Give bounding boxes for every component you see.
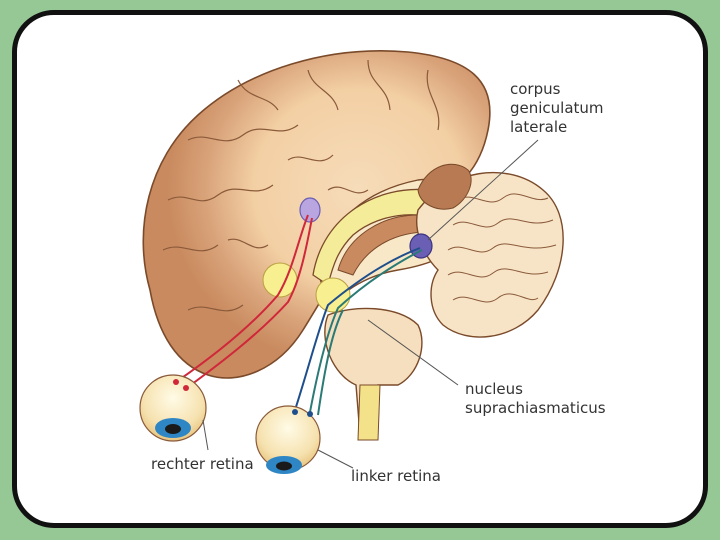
label-line: geniculatum: [510, 99, 604, 118]
nucleus-right: [316, 278, 350, 312]
label-line: laterale: [510, 118, 604, 137]
label-line: suprachiasmaticus: [465, 399, 606, 418]
label-rechter-retina: rechter retina: [151, 455, 254, 474]
lgn-left: [300, 198, 320, 222]
label-linker-retina: linker retina: [351, 467, 441, 486]
left-eye: [256, 406, 320, 474]
spinal-cord: [358, 385, 380, 440]
label-line: nucleus: [465, 380, 606, 399]
right-eye: [140, 375, 206, 441]
label-line: corpus: [510, 80, 604, 99]
label-line: linker retina: [351, 467, 441, 486]
label-line: rechter retina: [151, 455, 254, 474]
label-nucleus-suprachiasmaticus: nucleus suprachiasmaticus: [465, 380, 606, 418]
label-corpus-geniculatum-laterale: corpus geniculatum laterale: [510, 80, 604, 137]
